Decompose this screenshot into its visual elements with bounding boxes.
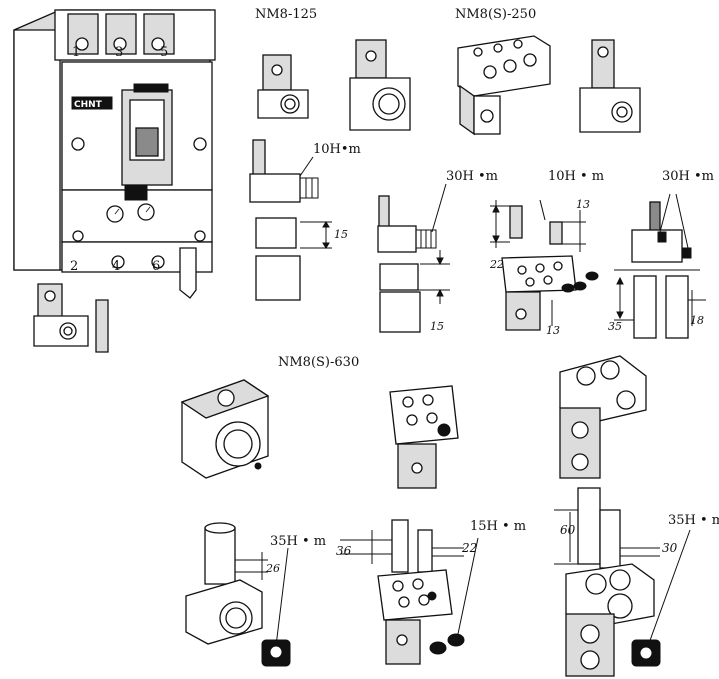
dim-630b-36: 36	[336, 544, 352, 558]
terminal-number-5: 5	[160, 45, 168, 60]
nm8s-630-assembly-c	[554, 487, 691, 677]
torque-250-screw: 30H •m	[446, 169, 498, 184]
nm8s-250-assembly-c	[614, 193, 706, 339]
torque-250-mid: 10H • m	[548, 169, 604, 184]
terminal-number-4: 4	[112, 259, 120, 274]
torque-630-mid: 15H • m	[470, 519, 526, 534]
nm8s-250-lug-a	[457, 35, 551, 136]
label-nm8s-630: NM8(S)-630	[278, 355, 359, 370]
nm8s-250-lug-b	[579, 39, 641, 133]
nm8s-630-assembly-b	[340, 519, 479, 665]
nm8s-250-assembly-a	[377, 183, 450, 333]
brand-logo-text: CHNT	[74, 100, 103, 110]
torque-250-right: 30H •m	[662, 169, 714, 184]
torque-630-right: 35H • m	[668, 513, 719, 528]
dim-250c-35: 35	[608, 320, 622, 333]
nm8s-630-assembly-a	[185, 522, 291, 667]
dim-630b-22: 22	[461, 541, 477, 555]
dim-630c-60: 60	[560, 523, 576, 537]
circuit-breaker-illustration: 1 3 5 CHNT 2 4 6	[13, 9, 216, 353]
dim-125-15: 15	[334, 228, 348, 241]
label-nm8-125: NM8-125	[255, 7, 317, 22]
nm8-125-assembly	[249, 139, 332, 301]
dim-630a-26: 26	[265, 562, 280, 575]
terminal-number-6: 6	[152, 259, 160, 274]
dim-250a-15: 15	[430, 320, 444, 333]
label-nm8s-250: NM8(S)-250	[455, 7, 536, 22]
dim-250b-13-bot: 13	[546, 324, 560, 337]
nm8-125-lug-alt	[349, 39, 411, 131]
dim-250b-22: 22	[489, 258, 504, 271]
nm8s-630-lug-c	[559, 355, 647, 479]
torque-125: 10H•m	[313, 142, 361, 157]
terminal-number-1: 1	[72, 45, 80, 60]
nm8s-630-lug-b	[389, 385, 459, 489]
nm8-125-lug	[257, 54, 309, 119]
terminal-number-2: 2	[70, 259, 78, 274]
dim-630c-30: 30	[662, 541, 678, 555]
nm8s-630-lug-a	[180, 379, 270, 479]
nm8s-250-assembly-b	[490, 199, 599, 331]
terminal-number-3: 3	[115, 45, 123, 60]
torque-630-left: 35H • m	[270, 534, 326, 549]
dim-250c-18: 18	[690, 314, 704, 327]
dim-250b-13-top: 13	[576, 198, 590, 211]
